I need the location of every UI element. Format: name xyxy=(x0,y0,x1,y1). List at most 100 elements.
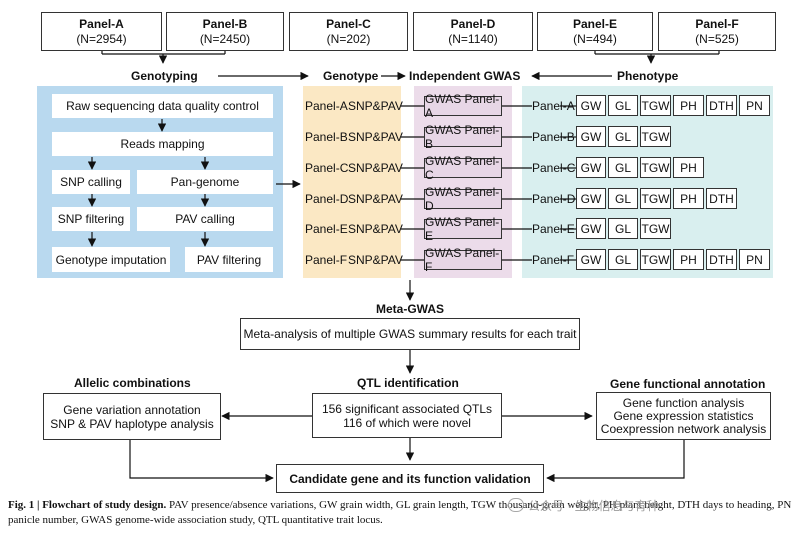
panel-name: Panel-D xyxy=(450,16,496,31)
trait-box: PH xyxy=(673,188,704,209)
trait-box: TGW xyxy=(640,95,671,116)
panel-size: (N=525) xyxy=(695,31,739,46)
genotype-region xyxy=(303,86,401,278)
allelic-line-1: Gene variation annotation xyxy=(63,402,201,417)
caption-label: Fig. 1 | Flowchart of study design. xyxy=(8,499,167,511)
gwas-box: GWAS Panel-D xyxy=(424,185,502,213)
trait-box: GL xyxy=(608,95,638,116)
row-pheno-panel-label: Panel-E xyxy=(532,222,575,236)
panel-box-f: Panel-F (N=525) xyxy=(658,12,776,51)
trait-box: GW xyxy=(576,218,606,239)
row-marker-label: SNP&PAV xyxy=(348,99,403,113)
watermark-text: 公众号 · 生物信息与育种 xyxy=(528,499,659,513)
panel-name: Panel-C xyxy=(326,16,371,31)
trait-box: DTH xyxy=(706,188,737,209)
row-marker-label: SNP&PAV xyxy=(348,130,403,144)
step-reads-mapping: Reads mapping xyxy=(52,132,273,156)
trait-box: DTH xyxy=(706,249,737,270)
panel-name: Panel-E xyxy=(572,16,617,31)
allelic-combinations-box: Gene variation annotation SNP & PAV hapl… xyxy=(43,393,221,440)
panel-name: Panel-A xyxy=(79,16,124,31)
phenotype-region xyxy=(522,86,773,278)
gene-functional-annotation-box: Gene function analysis Gene expression s… xyxy=(596,392,771,440)
gwas-box: GWAS Panel-E xyxy=(424,215,502,243)
step-snp-filtering: SNP filtering xyxy=(52,207,130,231)
header-gene-functional-annotation: Gene functional annotation xyxy=(610,377,766,391)
trait-box: PH xyxy=(673,157,704,178)
trait-box: GL xyxy=(608,218,638,239)
qtl-identification-box: 156 significant associated QTLs 116 of w… xyxy=(312,393,502,438)
header-qtl-identification: QTL identification xyxy=(357,376,459,390)
header-independent-gwas: Independent GWAS xyxy=(409,69,521,83)
trait-box: GL xyxy=(608,188,638,209)
meta-analysis-box: Meta-analysis of multiple GWAS summary r… xyxy=(240,318,580,350)
header-genotype: Genotype xyxy=(323,69,379,83)
step-genotype-imputation: Genotype imputation xyxy=(52,247,170,272)
step-raw-qc: Raw sequencing data quality control xyxy=(52,94,273,118)
panel-size: (N=202) xyxy=(326,31,371,46)
panel-size: (N=1140) xyxy=(448,31,498,46)
row-pheno-panel-label: Panel-F xyxy=(532,253,575,267)
step-pav-filtering: PAV filtering xyxy=(185,247,273,272)
row-panel-label: Panel-F xyxy=(305,253,348,267)
step-pav-calling: PAV calling xyxy=(137,207,273,231)
gwas-box: GWAS Panel-A xyxy=(424,92,502,120)
row-marker-label: SNP&PAV xyxy=(348,192,403,206)
row-marker-label: SNP&PAV xyxy=(348,222,403,236)
trait-box: GW xyxy=(576,249,606,270)
panel-box-d: Panel-D (N=1140) xyxy=(413,12,533,51)
header-meta-gwas: Meta-GWAS xyxy=(376,302,445,316)
row-pheno-panel-label: Panel-C xyxy=(532,161,576,175)
panel-size: (N=2450) xyxy=(199,31,251,46)
qtl-line-2: 116 of which were novel xyxy=(343,415,471,430)
caption-text: PAV presence/absence variations, GW grai… xyxy=(8,499,792,526)
panel-size: (N=494) xyxy=(573,31,617,46)
trait-box: PH xyxy=(673,249,704,270)
row-pheno-panel-label: Panel-D xyxy=(532,192,576,206)
trait-box: TGW xyxy=(640,126,671,147)
header-genotyping: Genotyping xyxy=(131,69,198,83)
trait-box: PH xyxy=(673,95,704,116)
row-panel-label: Panel-D xyxy=(305,192,349,206)
trait-box: TGW xyxy=(640,218,671,239)
row-panel-label: Panel-C xyxy=(305,161,349,175)
header-phenotype: Phenotype xyxy=(617,69,679,83)
panel-box-c: Panel-C (N=202) xyxy=(289,12,408,51)
panel-box-b: Panel-B (N=2450) xyxy=(166,12,284,51)
figure-caption: Fig. 1 | Flowchart of study design. PAV … xyxy=(8,498,808,528)
row-pheno-panel-label: Panel-A xyxy=(532,99,575,113)
wechat-icon xyxy=(508,498,524,512)
trait-box: GL xyxy=(608,126,638,147)
gwas-box: GWAS Panel-B xyxy=(424,123,502,151)
watermark: 公众号 · 生物信息与育种 xyxy=(508,497,659,514)
gwas-box: GWAS Panel-F xyxy=(424,246,502,274)
candidate-gene-box: Candidate gene and its function validati… xyxy=(276,464,544,493)
trait-box: TGW xyxy=(640,249,671,270)
row-panel-label: Panel-A xyxy=(305,99,348,113)
gene-func-line-2: Gene expression statistics xyxy=(613,408,754,423)
trait-box: GW xyxy=(576,95,606,116)
qtl-line-1: 156 significant associated QTLs xyxy=(321,401,493,416)
step-pan-genome: Pan-genome xyxy=(137,170,273,194)
header-allelic-combinations: Allelic combinations xyxy=(74,376,191,390)
step-snp-calling: SNP calling xyxy=(52,170,130,194)
trait-box: GW xyxy=(576,157,606,178)
gwas-region xyxy=(414,86,512,278)
panel-name: Panel-B xyxy=(202,16,248,31)
row-pheno-panel-label: Panel-B xyxy=(532,130,575,144)
row-marker-label: SNP&PAV xyxy=(348,161,403,175)
trait-box: PN xyxy=(739,249,770,270)
panel-size: (N=2954) xyxy=(76,31,127,46)
trait-box: GL xyxy=(608,249,638,270)
trait-box: GL xyxy=(608,157,638,178)
row-panel-label: Panel-E xyxy=(305,222,348,236)
gene-func-line-1: Gene function analysis xyxy=(622,395,745,410)
row-panel-label: Panel-B xyxy=(305,130,348,144)
panel-box-e: Panel-E (N=494) xyxy=(537,12,653,51)
trait-box: TGW xyxy=(640,188,671,209)
trait-box: GW xyxy=(576,188,606,209)
panel-box-a: Panel-A (N=2954) xyxy=(41,12,162,51)
trait-box: PN xyxy=(739,95,770,116)
trait-box: TGW xyxy=(640,157,671,178)
